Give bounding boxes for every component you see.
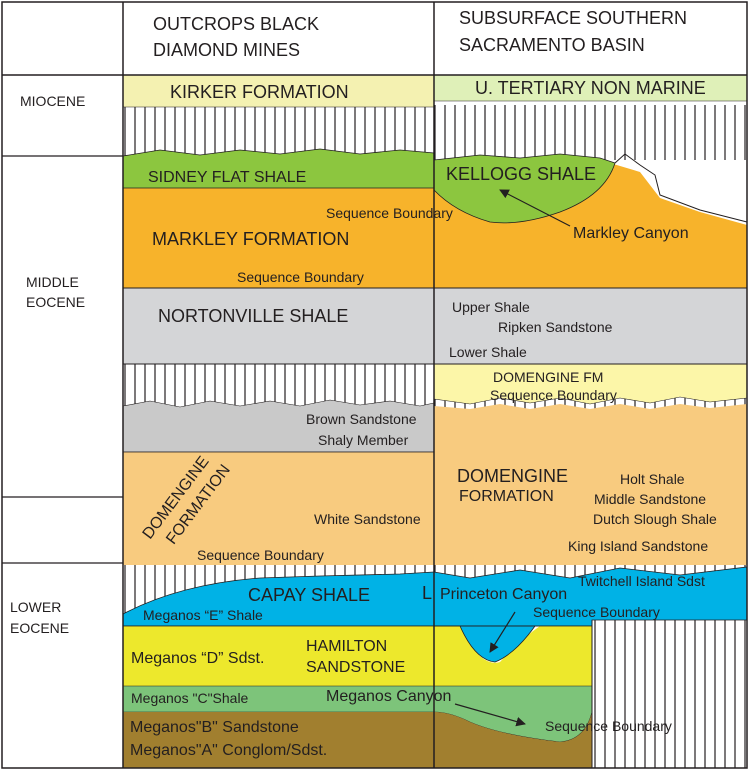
hatch-miocene-gap: [123, 105, 747, 160]
label-u-tertiary: U. TERTIARY NON MARINE: [475, 78, 706, 98]
label-meganos-a-conglom: Meganos"A" Conglom/Sdst.: [130, 742, 327, 759]
label-markley-canyon: Markley Canyon: [573, 225, 689, 242]
label-brown-sandstone: Brown Sandstone: [306, 411, 417, 427]
label-meganos-canyon: Meganos Canyon: [326, 688, 451, 705]
label-domengine-right-line1: DOMENGINE: [457, 466, 568, 486]
label-seq-boundary-domengine: Sequence Boundary: [197, 547, 324, 563]
label-meganos-b-sandstone: Meganos"B" Sandstone: [130, 719, 299, 736]
markley-canyon-rise: [614, 153, 748, 223]
header-subsurface-line2: SACRAMENTO BASIN: [459, 35, 645, 55]
epoch-middle-eocene-line1: MIDDLE: [26, 274, 79, 290]
label-king-island-sandstone: King Island Sandstone: [568, 538, 708, 554]
markley-canyon-arrow: [499, 189, 571, 227]
header-subsurface-line1: SUBSURFACE SOUTHERN: [459, 8, 687, 28]
label-markley-formation: MARKLEY FORMATION: [152, 229, 349, 249]
label-hamilton-line2: SANDSTONE: [306, 659, 405, 676]
label-upper-shale: Upper Shale: [452, 299, 530, 315]
hatch-lower-right: [592, 620, 747, 768]
label-meganos-e-shale: Meganos “E” Shale: [143, 607, 263, 623]
label-meganos-c-shale: Meganos "C"Shale: [131, 690, 249, 706]
label-holt-shale: Holt Shale: [620, 471, 685, 487]
label-seq-boundary-princeton: Sequence Boundary: [533, 604, 660, 620]
label-lower-shale: Lower Shale: [449, 344, 527, 360]
label-middle-sandstone: Middle Sandstone: [594, 491, 706, 507]
label-ripken-sandstone: Ripken Sandstone: [498, 319, 613, 335]
epoch-lower-eocene-line1: LOWER: [10, 599, 61, 615]
label-princeton-canyon: Princeton Canyon: [440, 586, 567, 603]
domengine-formation-area: [123, 404, 747, 565]
sidney-flat-shale-area: [122, 148, 435, 189]
header-outcrops-line2: DIAMOND MINES: [153, 40, 300, 60]
label-hamilton-line1: HAMILTON: [306, 638, 387, 655]
princeton-canyon-fill: [434, 625, 536, 663]
label-capay-shale: CAPAY SHALE: [248, 585, 370, 605]
label-seq-boundary-markley-base: Sequence Boundary: [237, 269, 364, 285]
epoch-lower-eocene-line2: EOCENE: [10, 620, 69, 636]
label-nortonville-shale: NORTONVILLE SHALE: [158, 306, 348, 326]
nortonville-shale-band: [122, 287, 748, 365]
label-kirker-formation: KIRKER FORMATION: [170, 82, 349, 102]
hamilton-sandstone-area: [123, 626, 592, 688]
label-meganos-d-sdst: Meganos “D” Sdst.: [131, 650, 264, 667]
label-seq-boundary-markley-top: Sequence Boundary: [326, 205, 453, 221]
domengine-fm-band: [433, 363, 748, 405]
label-domengine-fm: DOMENGINE FM: [493, 369, 603, 385]
epoch-middle-eocene-line2: EOCENE: [26, 294, 85, 310]
label-twitchell-island: Twitchell Island Sdst: [578, 573, 705, 589]
header-outcrops-line1: OUTCROPS BLACK: [153, 14, 319, 34]
meganos-canyon-arrow: [454, 703, 526, 727]
label-kellogg-shale: KELLOGG SHALE: [446, 164, 596, 184]
epoch-miocene: MIOCENE: [20, 93, 85, 109]
label-shaly-member: Shaly Member: [318, 432, 409, 448]
label-dutch-slough-shale: Dutch Slough Shale: [593, 511, 717, 527]
label-seq-boundary-domengine-fm: Sequence Boundary: [490, 387, 617, 403]
princeton-canyon-arrow: [489, 611, 516, 653]
label-white-sandstone: White Sandstone: [314, 511, 421, 527]
label-sidney-flat-shale: SIDNEY FLAT SHALE: [148, 169, 306, 186]
kirker-formation-band: [122, 74, 435, 108]
label-domengine-right-line2: FORMATION: [459, 488, 554, 505]
meganos-b-sandstone-area: [123, 712, 592, 768]
label-capay-l: L: [422, 583, 432, 603]
kellogg-shale-area: [433, 153, 616, 224]
label-seq-boundary-meganos: Sequence Boundary: [545, 718, 672, 734]
